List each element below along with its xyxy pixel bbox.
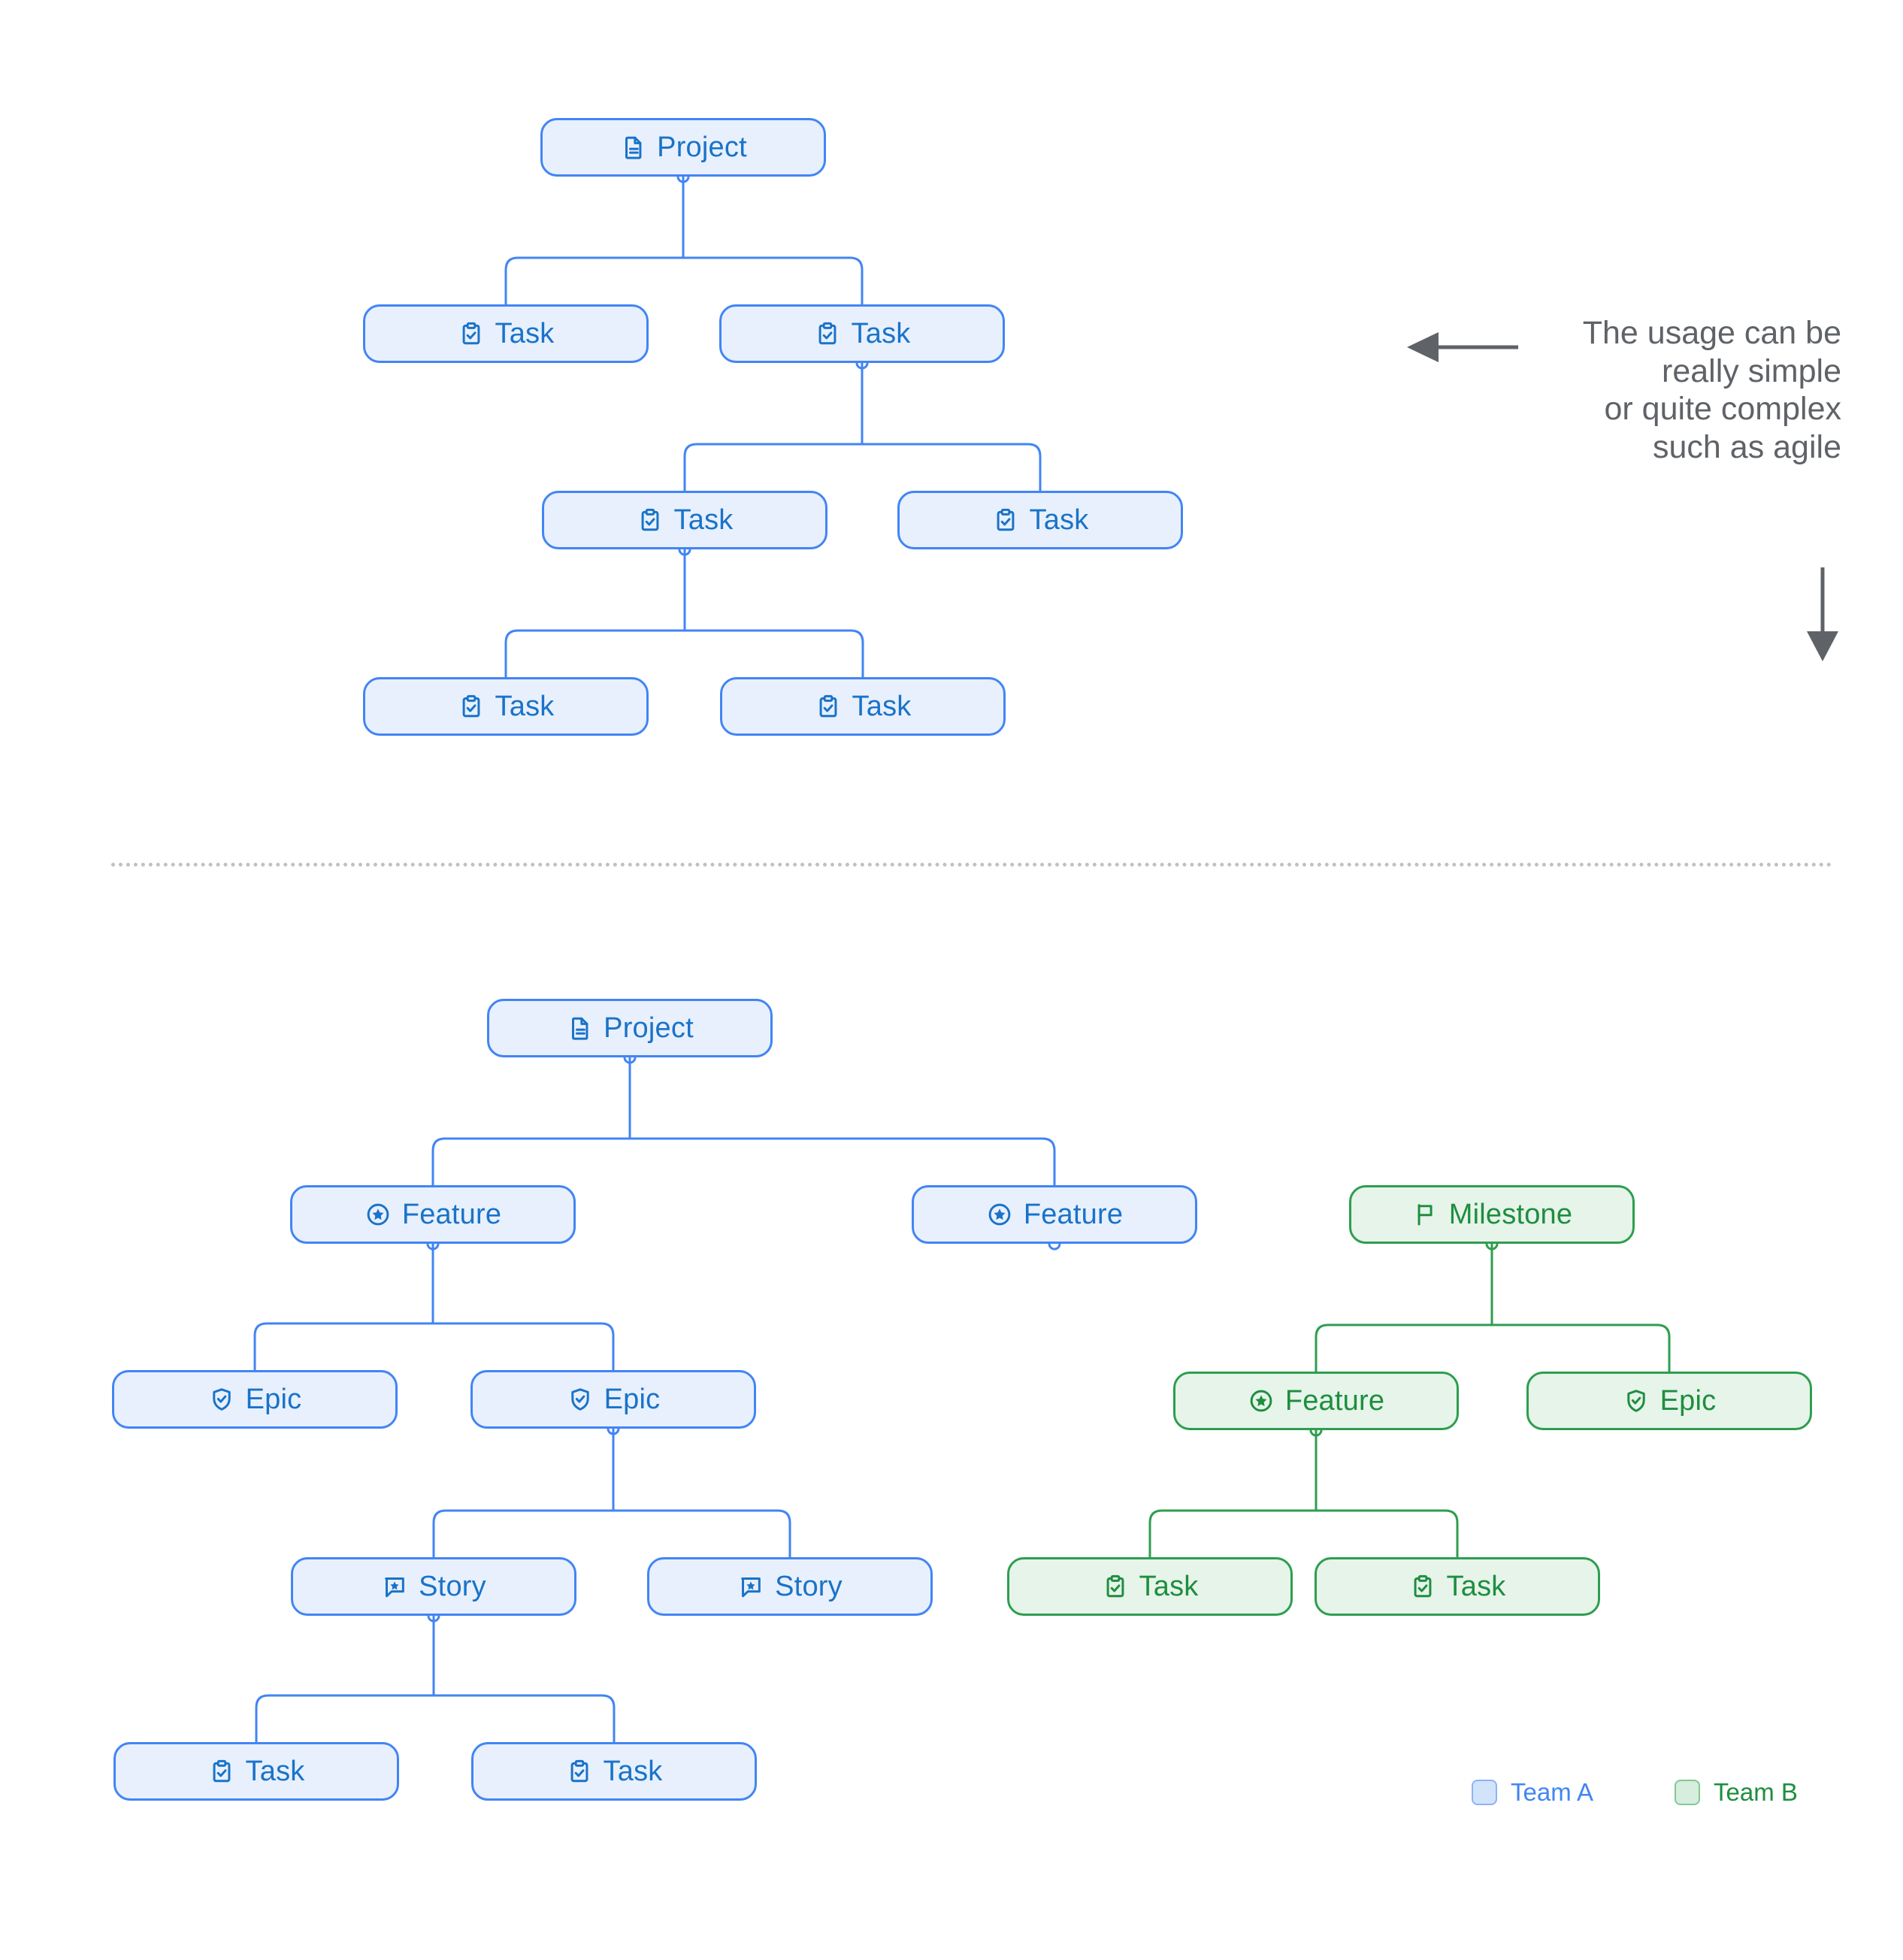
node-label: Epic xyxy=(604,1384,661,1415)
node-task[interactable]: Task xyxy=(897,491,1183,549)
comment-star-icon xyxy=(381,1573,408,1600)
node-label: Story xyxy=(775,1571,843,1602)
node-label: Task xyxy=(1029,504,1089,536)
legend-item-team-a: Team A xyxy=(1472,1778,1593,1807)
node-label: Task xyxy=(245,1756,305,1787)
clipboard-check-icon xyxy=(566,1758,593,1785)
legend-label-team-a: Team A xyxy=(1511,1778,1594,1806)
node-label: Feature xyxy=(1284,1385,1385,1417)
star-circle-icon xyxy=(1248,1387,1275,1414)
legend-swatch-team-a xyxy=(1472,1780,1497,1805)
arrow-down-icon xyxy=(1807,567,1838,661)
clipboard-check-icon xyxy=(208,1758,235,1785)
node-task[interactable]: Task xyxy=(471,1742,757,1801)
node-label: Milestone xyxy=(1448,1199,1573,1230)
node-milestone[interactable]: Milestone xyxy=(1349,1185,1635,1244)
legend-item-team-b: Team B xyxy=(1675,1778,1798,1807)
node-task[interactable]: Task xyxy=(363,677,649,736)
section-divider xyxy=(111,863,1832,867)
node-story[interactable]: Story xyxy=(647,1557,933,1616)
connector-branch xyxy=(683,443,862,491)
node-label: Task xyxy=(852,691,912,722)
node-project[interactable]: Project xyxy=(487,999,773,1057)
node-label: Task xyxy=(673,504,734,536)
node-feature[interactable]: Feature xyxy=(290,1185,576,1244)
node-task[interactable]: Task xyxy=(113,1742,399,1801)
shield-check-icon xyxy=(567,1386,594,1413)
connector-branch xyxy=(1492,1323,1671,1372)
clipboard-check-icon xyxy=(815,693,842,720)
node-task[interactable]: Task xyxy=(542,491,827,549)
legend-swatch-team-b xyxy=(1675,1780,1700,1805)
clipboard-check-icon xyxy=(1409,1573,1436,1600)
clipboard-check-icon xyxy=(1102,1573,1129,1600)
connector-branch xyxy=(683,256,864,304)
node-label: Task xyxy=(851,318,911,349)
clipboard-check-icon xyxy=(458,693,485,720)
node-label: Project xyxy=(657,132,747,163)
node-label: Task xyxy=(495,691,555,722)
comment-star-icon xyxy=(737,1573,764,1600)
node-task[interactable]: Task xyxy=(719,304,1005,363)
node-epic[interactable]: Epic xyxy=(1526,1372,1812,1430)
node-label: Project xyxy=(604,1012,694,1044)
node-feature[interactable]: Feature xyxy=(1173,1372,1459,1430)
node-label: Feature xyxy=(1023,1199,1124,1230)
clipboard-check-icon xyxy=(814,320,841,347)
connector-branch xyxy=(630,1137,1056,1185)
shield-check-icon xyxy=(208,1386,235,1413)
connector-branch xyxy=(432,1509,613,1557)
node-label: Story xyxy=(419,1571,486,1602)
node-label: Task xyxy=(495,318,555,349)
node-story[interactable]: Story xyxy=(291,1557,576,1616)
connector-branch xyxy=(613,1509,791,1557)
node-label: Task xyxy=(1446,1571,1506,1602)
clipboard-check-icon xyxy=(992,507,1019,534)
connector-branch xyxy=(862,443,1042,491)
clipboard-check-icon xyxy=(637,507,664,534)
connector-branch xyxy=(1315,1323,1492,1372)
node-feature[interactable]: Feature xyxy=(912,1185,1197,1244)
node-label: Task xyxy=(1139,1571,1199,1602)
node-task[interactable]: Task xyxy=(1315,1557,1600,1616)
connector-branch xyxy=(253,1322,433,1370)
arrow-left-icon xyxy=(1407,332,1518,362)
annotation-text: The usage can be really simple or quite … xyxy=(1582,315,1841,466)
document-icon xyxy=(619,134,646,161)
legend-label-team-b: Team B xyxy=(1714,1778,1798,1806)
connector-branch xyxy=(1316,1509,1459,1557)
node-task[interactable]: Task xyxy=(1007,1557,1293,1616)
document-icon xyxy=(566,1015,593,1042)
node-label: Epic xyxy=(1659,1385,1717,1417)
shield-check-icon xyxy=(1623,1387,1650,1414)
node-label: Task xyxy=(603,1756,663,1787)
node-label: Epic xyxy=(245,1384,302,1415)
node-label: Feature xyxy=(401,1199,502,1230)
flag-icon xyxy=(1411,1201,1439,1228)
node-epic[interactable]: Epic xyxy=(470,1370,756,1429)
node-task[interactable]: Task xyxy=(363,304,649,363)
star-circle-icon xyxy=(365,1201,392,1228)
connector-branch xyxy=(433,1322,615,1370)
connector-branch xyxy=(431,1137,630,1185)
connector-branch xyxy=(685,629,864,677)
connector-branch xyxy=(504,629,685,677)
connector-branch xyxy=(434,1694,616,1742)
star-circle-icon xyxy=(986,1201,1013,1228)
connector-branch xyxy=(1148,1509,1316,1557)
clipboard-check-icon xyxy=(458,320,485,347)
node-epic[interactable]: Epic xyxy=(112,1370,398,1429)
connector-branch xyxy=(255,1694,434,1742)
connector-branch xyxy=(504,256,683,304)
node-project[interactable]: Project xyxy=(540,118,826,177)
node-task[interactable]: Task xyxy=(720,677,1006,736)
